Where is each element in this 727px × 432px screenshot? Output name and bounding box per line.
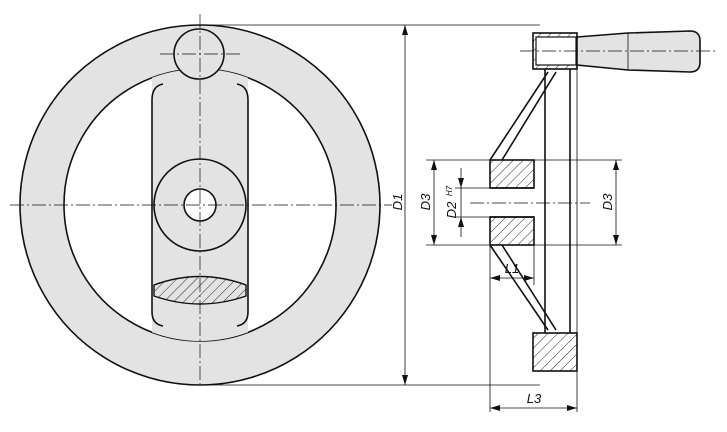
d2-label: D2 (444, 201, 459, 218)
l3-arrows (490, 405, 577, 411)
hub-section-bottom (489, 216, 535, 246)
dimensions: D1 D3 D2 H7 D3 L1 L3 (200, 24, 622, 412)
d3-right-arrows (613, 160, 619, 245)
hub-section-top (489, 159, 535, 189)
l1-arrows (490, 275, 534, 281)
l3-label: L3 (527, 391, 542, 406)
spoke-upper (489, 71, 557, 161)
spoke-lower (489, 244, 557, 331)
crank-handle (576, 30, 701, 73)
d3-right-label: D3 (600, 193, 615, 210)
d1-label: D1 (390, 194, 405, 211)
d2-tolerance: H7 (445, 185, 454, 196)
d3-left-label: D3 (418, 193, 433, 210)
spoke-right-edge (236, 83, 249, 327)
d2-arrows (458, 178, 464, 227)
l1-label: L1 (505, 261, 519, 276)
front-view (10, 14, 392, 388)
side-view (470, 30, 716, 372)
spoke-left-edge (151, 83, 164, 327)
rim-section-bottom (532, 332, 578, 372)
d3-left-arrows (431, 160, 437, 245)
